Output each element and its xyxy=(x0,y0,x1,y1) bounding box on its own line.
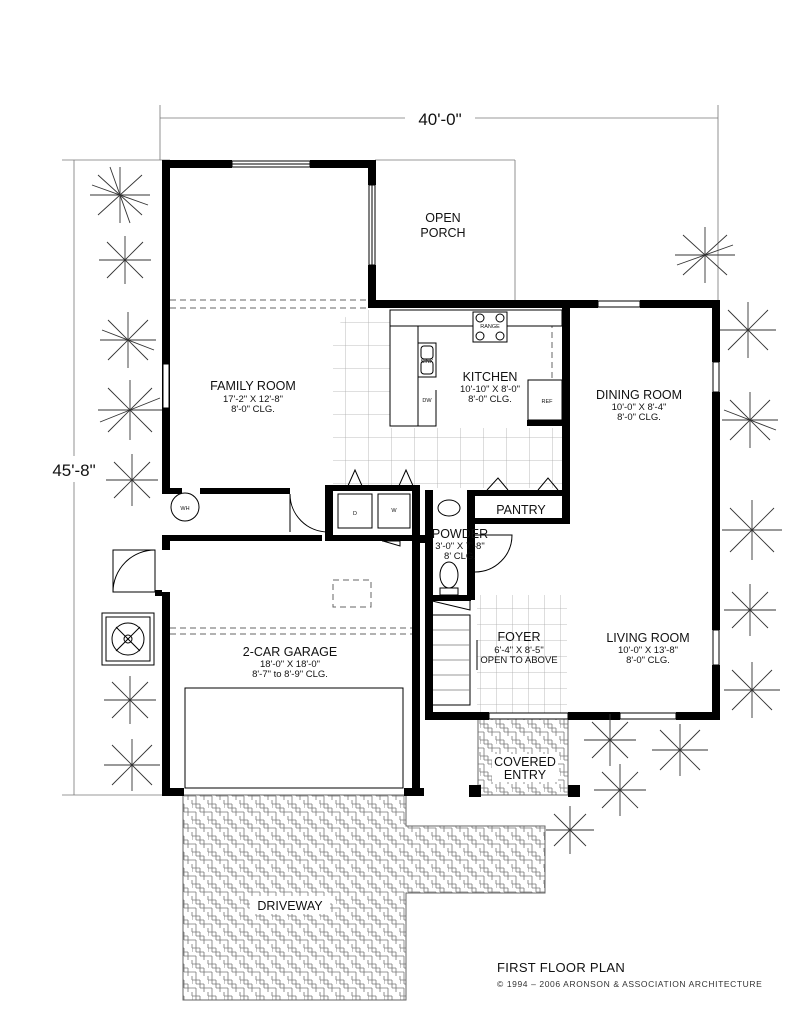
garage-label: 2-CAR GARAGE xyxy=(243,645,337,659)
depth-dimension: 45'-8" xyxy=(52,461,95,480)
powder-ceiling: 8' CLG. xyxy=(444,551,476,562)
powder-size: 3'-0" X 7'-8" xyxy=(435,541,484,552)
refrigerator-label: REF xyxy=(542,399,554,405)
living-room-size: 10'-0" X 13'-8" xyxy=(618,645,678,656)
family-room-ceiling: 8'-0" CLG. xyxy=(231,404,275,415)
living-room-ceiling: 8'-0" CLG. xyxy=(626,655,670,666)
laundry-appliances xyxy=(337,493,411,529)
doors xyxy=(112,468,559,611)
garage-door-outline xyxy=(184,687,404,789)
dishwasher-label: DW xyxy=(422,398,432,404)
lavatory-icon xyxy=(437,499,461,517)
dining-room-size: 10'-0" X 8'-4" xyxy=(612,402,667,413)
windows xyxy=(162,160,720,720)
kitchen-size: 10'-10" X 8'-0" xyxy=(460,384,520,395)
ac-unit-icon xyxy=(101,612,155,666)
plan-title: FIRST FLOOR PLAN xyxy=(497,960,626,975)
open-porch-outline xyxy=(375,159,516,300)
foyer-tile-floor xyxy=(477,595,567,713)
powder-label: POWDER xyxy=(432,527,488,541)
width-dimension: 40'-0" xyxy=(418,110,461,129)
copyright-notice: © 1994 – 2006 ARONSON & ASSOCIATION ARCH… xyxy=(497,979,763,989)
driveway xyxy=(182,794,546,1001)
dining-room-label: DINING ROOM xyxy=(596,388,682,402)
open-porch-label-2: PORCH xyxy=(420,226,465,240)
range-label: RANGE xyxy=(480,324,500,330)
open-porch-label: OPEN xyxy=(425,211,460,225)
garage-ceiling: 8'-7" to 8'-9" CLG. xyxy=(252,669,328,680)
dining-room-ceiling: 8'-0" CLG. xyxy=(617,412,661,423)
covered-entry-label-2: ENTRY xyxy=(504,768,547,782)
toilet-icon xyxy=(439,561,459,596)
living-room-label: LIVING ROOM xyxy=(606,631,689,645)
family-room-label: FAMILY ROOM xyxy=(210,379,296,393)
sink-icon xyxy=(417,342,437,378)
foyer-size: 6'-4" X 8'-5" xyxy=(494,645,543,656)
landscape-plants xyxy=(90,166,782,854)
family-room-size: 17'-2" X 12'-8" xyxy=(223,394,283,405)
foyer-label: FOYER xyxy=(497,630,540,644)
walls xyxy=(155,160,720,797)
covered-entry-label: COVERED xyxy=(494,755,556,769)
water-heater-icon xyxy=(170,492,200,522)
kitchen-ceiling: 8'-0" CLG. xyxy=(468,394,512,405)
stairs xyxy=(433,614,478,706)
foyer-note: OPEN TO ABOVE xyxy=(480,655,557,666)
kitchen-tile-floor xyxy=(333,310,562,488)
water-heater-label: WH xyxy=(180,506,189,512)
driveway-label: DRIVEWAY xyxy=(257,899,323,913)
garage-size: 18'-0" X 18'-0" xyxy=(260,659,320,670)
kitchen-label: KITCHEN xyxy=(463,370,518,384)
dryer-label: D xyxy=(353,511,357,517)
pantry-label: PANTRY xyxy=(496,503,546,517)
washer-label: W xyxy=(391,508,397,514)
sink-label: SINK xyxy=(421,359,434,365)
range-icon xyxy=(472,311,508,343)
